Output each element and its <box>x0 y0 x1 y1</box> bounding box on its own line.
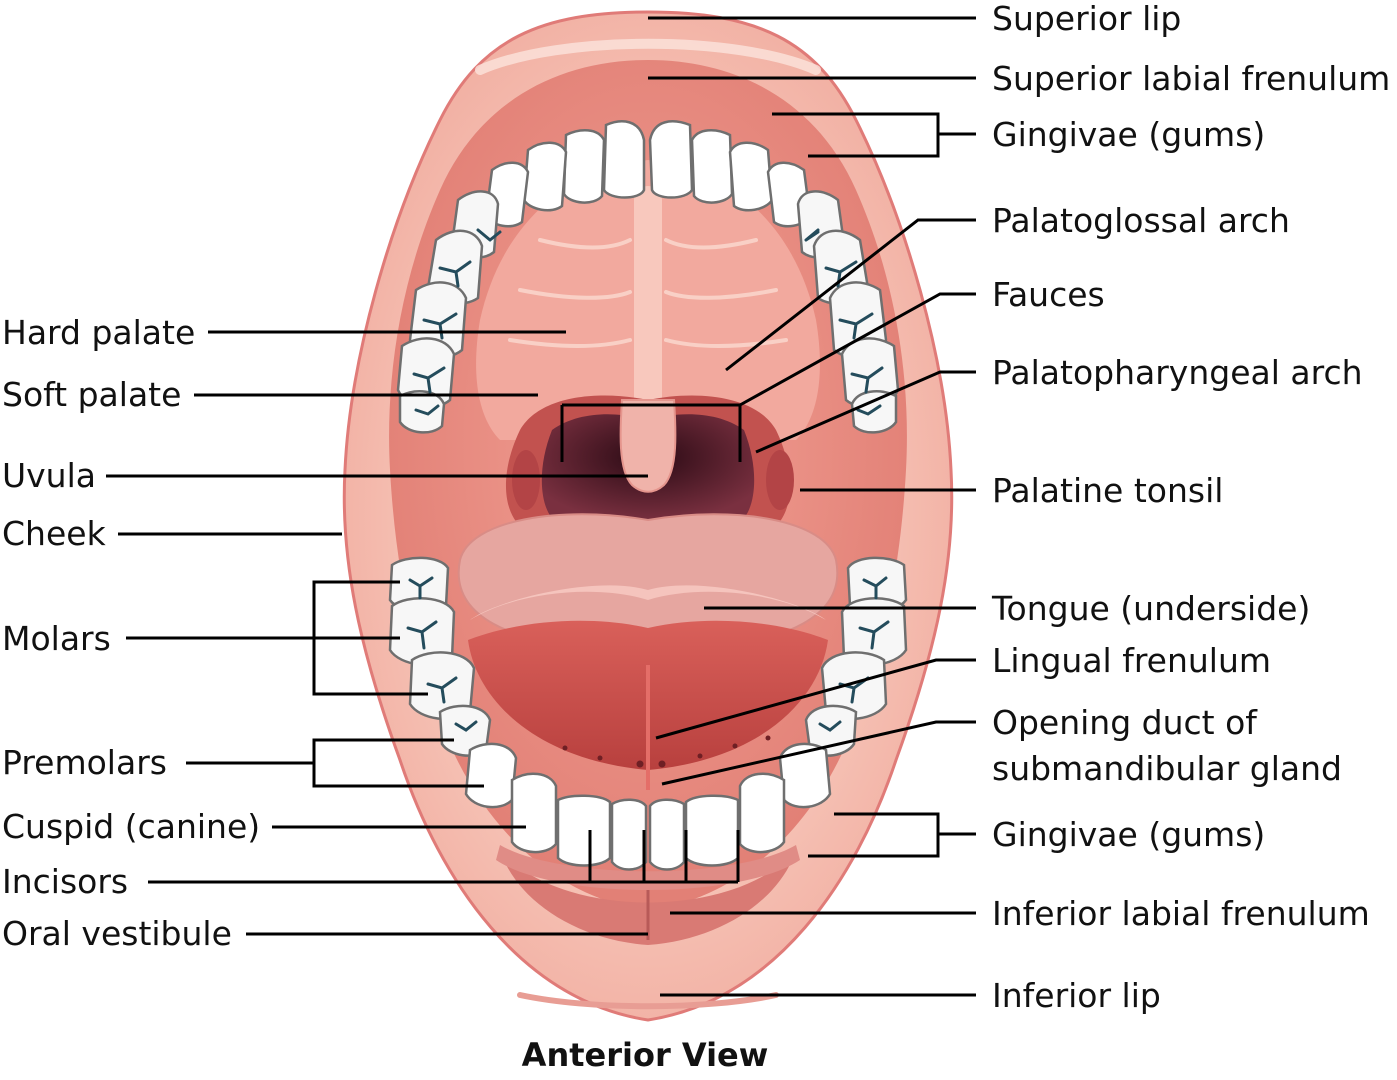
label-tongue-underside: Tongue (underside) <box>991 589 1310 628</box>
label-opening-duct-line2: submandibular gland <box>992 749 1342 788</box>
label-uvula: Uvula <box>2 456 96 495</box>
palatine-rugae <box>508 238 788 348</box>
label-gingivae-upper: Gingivae (gums) <box>992 115 1265 154</box>
label-lingual-frenulum: Lingual frenulum <box>992 641 1271 680</box>
lip-highlight-lower <box>517 992 779 1010</box>
palatine-tonsil-right <box>766 450 794 510</box>
label-cuspid: Cuspid (canine) <box>2 807 260 846</box>
label-premolars: Premolars <box>2 743 167 782</box>
label-molars: Molars <box>2 619 111 658</box>
label-inferior-labial-frenulum: Inferior labial frenulum <box>992 894 1370 933</box>
label-fauces: Fauces <box>992 275 1105 314</box>
palatine-tonsil-left <box>512 450 540 510</box>
label-palatopharyngeal-arch: Palatopharyngeal arch <box>992 353 1363 392</box>
caption: Anterior View <box>522 1036 769 1074</box>
label-superior-labial-frenulum: Superior labial frenulum <box>992 59 1390 98</box>
label-palatine-tonsil: Palatine tonsil <box>992 471 1223 510</box>
leader-lines <box>106 16 976 997</box>
submandibular-duct-openings <box>562 735 771 768</box>
label-palatoglossal-arch: Palatoglossal arch <box>992 201 1290 240</box>
label-soft-palate: Soft palate <box>2 375 181 414</box>
lip-highlight-upper <box>475 38 821 75</box>
label-oral-vestibule: Oral vestibule <box>2 914 232 953</box>
label-gingivae-lower: Gingivae (gums) <box>992 815 1265 854</box>
label-hard-palate: Hard palate <box>2 313 195 352</box>
label-incisors: Incisors <box>2 862 128 901</box>
upper-teeth <box>396 120 900 434</box>
lower-gingiva <box>496 845 800 890</box>
label-superior-lip: Superior lip <box>992 0 1181 38</box>
tongue-fold <box>470 585 826 620</box>
label-inferior-lip: Inferior lip <box>992 976 1161 1015</box>
uvula <box>619 399 677 493</box>
lower-teeth <box>388 556 908 871</box>
label-opening-duct-line1: Opening duct of <box>992 703 1258 742</box>
oral-vestibule-area <box>500 850 796 945</box>
label-cheek: Cheek <box>2 514 107 553</box>
